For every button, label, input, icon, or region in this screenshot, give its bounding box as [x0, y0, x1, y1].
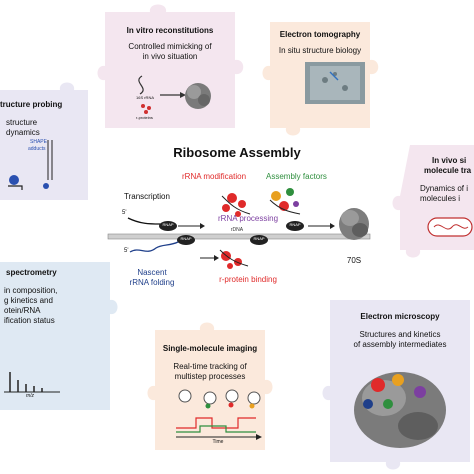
- tomography-title: Electron tomography: [279, 30, 361, 39]
- puzzle-piece-in-vitro: [97, 4, 244, 128]
- em-title: Electron microscopy: [360, 312, 440, 321]
- ribosome-70s: [339, 208, 369, 240]
- in-vitro-label-rprot: r-proteins: [136, 115, 153, 120]
- label-rrna-processing: rRNA processing: [218, 214, 279, 223]
- rnap-label: RNAP: [162, 222, 174, 227]
- single-molecule-line1: Real-time tracking of: [173, 362, 247, 371]
- label-rrna-folding: rRNA folding: [129, 278, 175, 287]
- in-vitro-title: In vitro reconstitutions: [126, 26, 214, 35]
- in-vivo-line1: Dynamics of i: [420, 184, 469, 193]
- label-rrna-modification: rRNA modification: [182, 172, 247, 181]
- rnap-label: RNAP: [180, 236, 192, 241]
- label-rprotein-binding: r-protein binding: [219, 275, 277, 284]
- structure-probing-diagram: [8, 140, 53, 190]
- assembly-factors-cluster: [269, 188, 301, 215]
- rnap-label: RNAP: [289, 222, 301, 227]
- label-assembly-factors: Assembly factors: [266, 172, 327, 181]
- diagram-title: Ribosome Assembly: [173, 145, 301, 160]
- em-ribosome-image: [354, 372, 446, 448]
- rnap-label: RNAP: [253, 236, 265, 241]
- tomography-line1: In situ structure biology: [278, 46, 362, 55]
- structure-probing-line2: dynamics: [6, 128, 40, 137]
- transcript-top: [127, 217, 161, 225]
- structure-probing-title: tructure probing: [0, 100, 63, 109]
- in-vitro-line2: in vivo situation: [142, 52, 198, 61]
- label-transcription: Transcription: [124, 192, 170, 201]
- tomogram-image: [305, 62, 365, 104]
- label-70s: 70S: [346, 256, 362, 265]
- structure-probing-adducts: adducts: [28, 146, 46, 152]
- mass-spec-line1: in composition,: [4, 286, 58, 295]
- label-nascent: Nascent: [137, 268, 167, 277]
- in-vitro-label-rrna: 16S rRNA: [136, 95, 155, 100]
- transcript-bottom: [129, 241, 179, 253]
- em-line1: Structures and kinetics: [359, 330, 441, 339]
- structure-probing-shape: SHAPE: [30, 139, 47, 145]
- single-molecule-diagram: [176, 389, 262, 440]
- single-molecule-axis: Time: [212, 439, 224, 445]
- in-vivo-title: In vivo si: [432, 156, 467, 165]
- mass-spec-line4: ification status: [4, 316, 55, 325]
- structure-probing-line1: structure: [6, 118, 38, 127]
- rprotein-binding-cluster: [200, 249, 249, 269]
- mass-spec-title: spectrometry: [6, 268, 57, 277]
- mass-spectrum: [4, 372, 60, 393]
- single-molecule-line2: multistep processes: [174, 372, 246, 381]
- mass-spec-line3: otein/RNA: [4, 306, 41, 315]
- single-molecule-title: Single-molecule imaging: [162, 344, 258, 353]
- label-5prime-bottom: 5': [124, 248, 129, 254]
- em-line2: of assembly intermediates: [353, 340, 447, 349]
- process-arrows: [178, 223, 335, 229]
- in-vivo-title2: molecule tra: [424, 166, 472, 175]
- puzzle-piece-mass-spec: [0, 262, 118, 410]
- puzzle-piece-single-molecule: [147, 322, 273, 450]
- rrna-modification-cluster: [221, 193, 251, 217]
- label-rdna: rDNA: [230, 227, 244, 233]
- mass-spec-line2: g kinetics and: [4, 296, 53, 305]
- label-5prime-top: 5': [122, 210, 127, 216]
- rnap-polymerases: [159, 221, 304, 245]
- in-vitro-diagram: [138, 75, 211, 114]
- mass-spec-axis: m/z: [26, 393, 35, 399]
- in-vivo-line2: molecules i: [420, 194, 461, 203]
- rdna-track: [107, 233, 371, 240]
- in-vitro-line1: Controlled mimicking of: [128, 42, 212, 51]
- in-vivo-cell: [427, 217, 473, 237]
- puzzle-piece-structure-probing: [0, 82, 88, 200]
